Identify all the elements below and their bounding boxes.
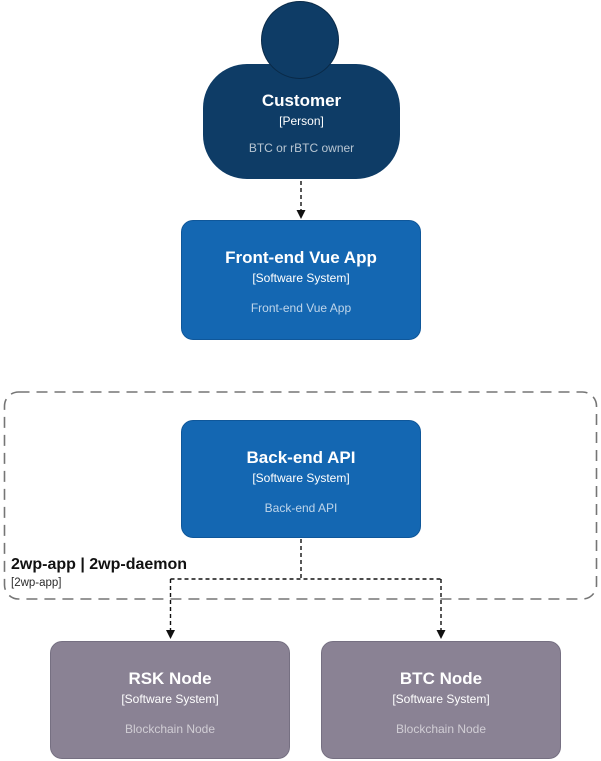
customer-person-head-icon [261, 1, 339, 79]
node-title: Back-end API [246, 448, 356, 467]
node-description: Front-end Vue App [250, 300, 352, 315]
node-description: Blockchain Node [124, 721, 216, 736]
node-rsk-node: RSK Node [Software System] Blockchain No… [50, 641, 290, 759]
node-type: [Person] [279, 113, 324, 128]
node-title: Customer [261, 91, 342, 110]
node-type: [Software System] [252, 470, 350, 485]
node-customer: Customer [Person] BTC or rBTC owner [203, 64, 400, 179]
node-title: Front-end Vue App [225, 248, 377, 267]
edge-backend-rsk-arrowhead [166, 630, 175, 639]
boundary-2wp-app-label: 2wp-app | 2wp-daemon [2wp-app] [11, 556, 187, 589]
node-type: [Software System] [252, 270, 350, 285]
boundary-type: [2wp-app] [11, 577, 62, 590]
node-title: RSK Node [128, 669, 212, 688]
node-backend-api: Back-end API [Software System] Back-end … [181, 420, 421, 538]
node-frontend-vue-app: Front-end Vue App [Software System] Fron… [181, 220, 421, 340]
node-type: [Software System] [121, 691, 219, 706]
node-description: Blockchain Node [395, 721, 487, 736]
edge-customer-frontend-arrowhead [296, 210, 306, 219]
boundary-title: 2wp-app | 2wp-daemon [11, 556, 188, 573]
node-description: BTC or rBTC owner [248, 140, 355, 155]
node-type: [Software System] [392, 691, 490, 706]
node-description: Back-end API [264, 500, 338, 515]
node-btc-node: BTC Node [Software System] Blockchain No… [321, 641, 561, 759]
boundary-2wp-app-outline [3, 391, 598, 600]
node-title: BTC Node [399, 669, 483, 688]
edge-backend-btc-arrowhead [436, 630, 446, 639]
